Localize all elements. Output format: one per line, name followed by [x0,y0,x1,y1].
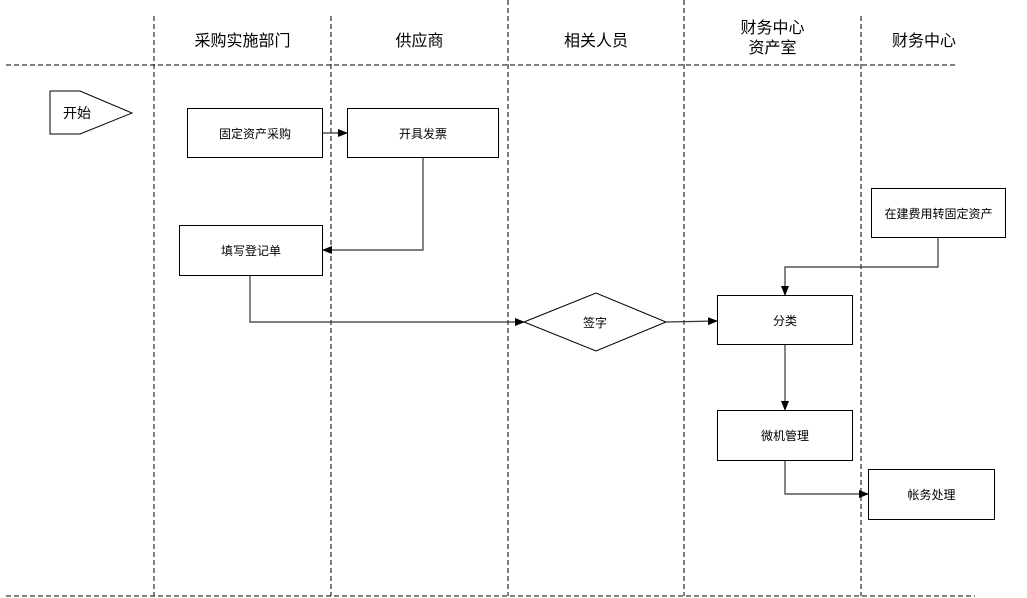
edge-pcmgmt-to-accounting [784,461,869,498]
node-fixed-asset-purchase: 固定资产采购 [187,108,323,158]
start-node: 开始 [63,105,91,122]
edge-registration-to-sign [249,276,525,326]
node-fill-registration: 填写登记单 [179,225,323,276]
edge-sign-to-classify [665,317,718,326]
lane-title-related-staff: 相关人员 [563,31,628,50]
node-issue-invoice: 开具发票 [347,108,499,158]
edge-construction-to-classify [781,238,939,296]
node-construction-to-asset: 在建费用转固定资产 [871,188,1006,238]
node-classify: 分类 [717,295,853,345]
lane-title-finance-asset-office: 财务中心 资产室 [740,18,805,57]
lane-title-finance-center: 财务中心 [891,31,956,50]
lane-title-supplier: 供应商 [395,31,444,50]
start-shape [49,90,134,135]
node-sign: 签字 [582,315,607,330]
lane-title-procurement: 采购实施部门 [194,31,291,50]
node-pc-management: 微机管理 [717,410,853,461]
node-accounting: 帐务处理 [868,469,995,520]
edge-invoice-to-registration [322,158,424,254]
